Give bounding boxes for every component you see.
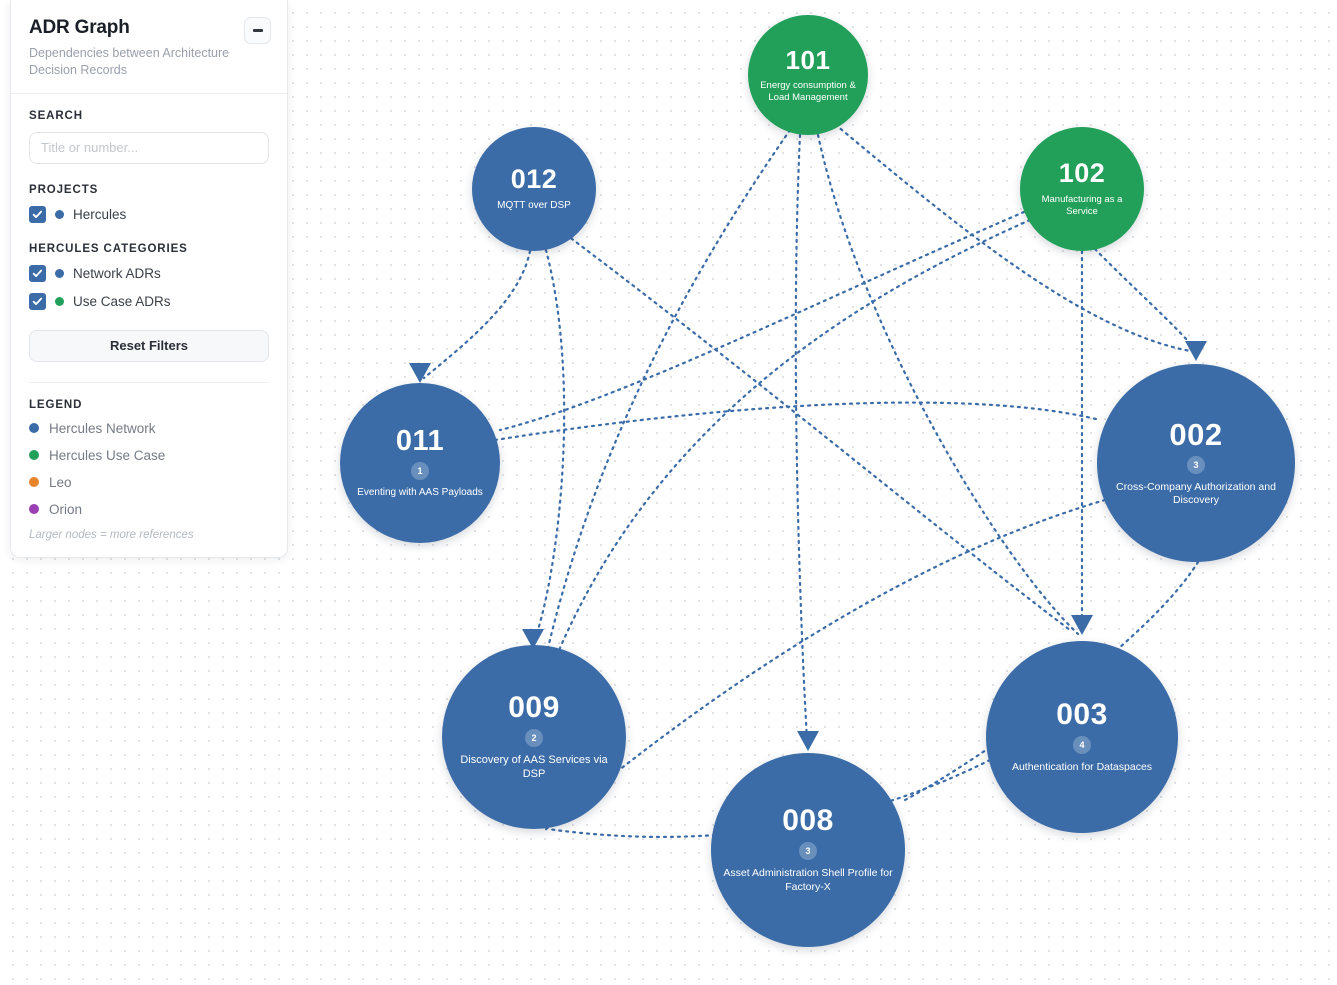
legend-item: Leo: [29, 475, 269, 490]
page-title: ADR Graph: [29, 17, 130, 38]
node-number: 008: [782, 804, 834, 838]
search-input[interactable]: [29, 131, 269, 164]
checkbox-checked-icon[interactable]: [29, 292, 46, 310]
node-number: 012: [510, 163, 558, 194]
categories-section-label: HERCULES CATEGORIES: [29, 242, 188, 255]
graph-edge: [794, 133, 809, 741]
legend-color-dot-icon: [29, 450, 39, 461]
node-title: Eventing with AAS Payloads: [357, 486, 483, 498]
node-reference-count-badge: 1: [411, 461, 429, 480]
node-number: 009: [508, 690, 560, 724]
graph-edge: [558, 218, 1032, 650]
legend-color-dot-icon: [29, 423, 39, 434]
legend-item-label: Orion: [49, 501, 83, 517]
graph-edge: [546, 758, 992, 838]
node-number: 011: [395, 424, 445, 457]
node-reference-count-badge: 3: [1187, 455, 1205, 474]
checkbox-checked-icon[interactable]: [29, 264, 46, 282]
graph-edge: [493, 401, 1102, 442]
projects-filter-list: Hercules: [29, 205, 269, 223]
minus-icon: [252, 29, 263, 32]
edge-arrowhead-icon: [797, 731, 819, 751]
category-filter-row[interactable]: Use Case ADRs: [29, 292, 269, 310]
graph-edge: [498, 210, 1026, 432]
legend-color-dot-icon: [29, 477, 39, 488]
project-filter-row[interactable]: Hercules: [29, 205, 269, 223]
legend-section-label: LEGEND: [29, 398, 83, 411]
node-title: Asset Administration Shell Profile for F…: [723, 867, 893, 893]
filter-panel: ADR Graph Dependencies between Architect…: [10, 0, 288, 558]
node-number: 002: [1169, 416, 1223, 452]
checkbox-checked-icon[interactable]: [29, 205, 46, 223]
category-filter-label: Use Case ADRs: [73, 293, 171, 309]
node-reference-count-badge: 4: [1073, 735, 1091, 754]
node-number: 003: [1056, 697, 1108, 731]
graph-edge: [816, 133, 1080, 636]
legend-item: Hercules Use Case: [29, 448, 269, 463]
edge-arrowhead-icon: [409, 363, 431, 383]
legend-color-dot-icon: [29, 504, 39, 515]
legend-item-label: Hercules Use Case: [49, 447, 166, 463]
project-filter-label: Hercules: [73, 206, 127, 222]
legend-item-label: Hercules Network: [49, 420, 156, 436]
color-dot-icon: [55, 268, 64, 278]
legend-item-label: Leo: [49, 474, 72, 490]
node-number: 102: [1058, 158, 1106, 189]
node-reference-count-badge: 3: [799, 842, 817, 861]
panel-header: ADR Graph Dependencies between Architect…: [11, 0, 287, 94]
collapse-panel-button[interactable]: [244, 17, 271, 44]
graph-edge: [828, 118, 1192, 353]
legend-note: Larger nodes = more references: [29, 528, 194, 541]
panel-body: SEARCH PROJECTS Hercules HERCULES CATEGO…: [11, 94, 287, 557]
node-title: MQTT over DSP: [497, 199, 571, 211]
edge-arrowhead-icon: [1071, 615, 1093, 635]
node-title: Manufacturing as a Service: [1041, 194, 1123, 217]
graph-edge: [535, 248, 566, 635]
node-number: 101: [785, 44, 831, 75]
panel-divider: [29, 381, 269, 383]
edge-arrowhead-icon: [1185, 341, 1207, 361]
color-dot-icon: [55, 296, 64, 306]
edge-arrowhead-icon: [522, 629, 544, 649]
node-title: Cross-Company Authorization and Discover…: [1116, 480, 1276, 506]
graph-edge: [422, 249, 532, 380]
node-title: Discovery of AAS Services via DSP: [460, 753, 608, 780]
panel-subtitle: Dependencies between Architecture Decisi…: [29, 45, 230, 77]
search-section-label: SEARCH: [29, 109, 83, 122]
node-title: Energy consumption & Load Management: [760, 79, 856, 103]
graph-edge: [558, 228, 1072, 632]
color-dot-icon: [55, 209, 64, 219]
node-title: Authentication for Dataspaces: [1011, 760, 1153, 773]
category-filter-label: Network ADRs: [73, 265, 161, 281]
projects-section-label: PROJECTS: [29, 183, 99, 196]
reset-filters-button[interactable]: Reset Filters: [29, 329, 269, 362]
node-reference-count-badge: 2: [525, 728, 543, 747]
graph-edge: [1093, 247, 1198, 352]
legend-item: Hercules Network: [29, 421, 269, 436]
legend-item: Orion: [29, 502, 269, 517]
graph-edge: [546, 128, 792, 650]
category-filter-row[interactable]: Network ADRs: [29, 264, 269, 282]
